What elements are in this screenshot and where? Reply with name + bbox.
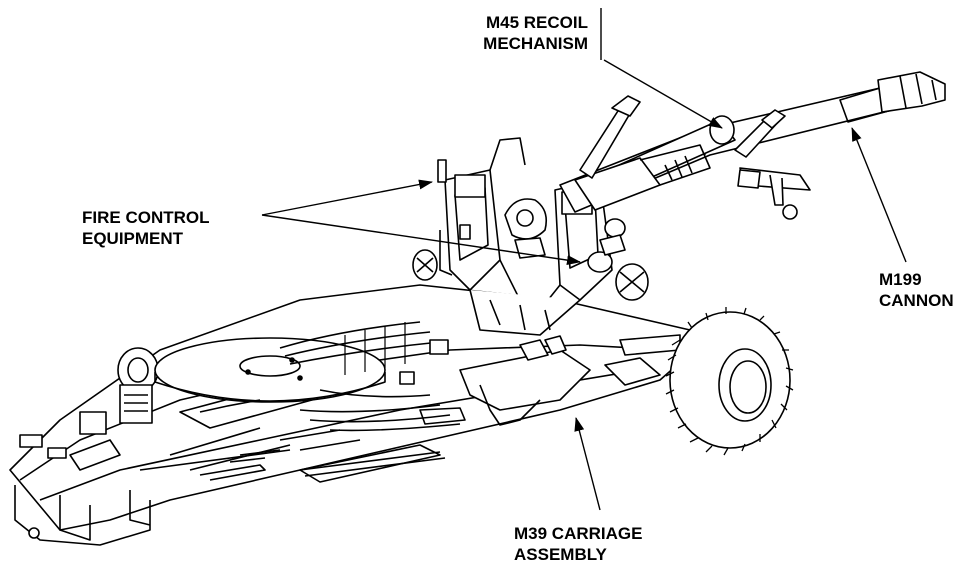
howitzer-illustration: [9, 71, 946, 546]
cable-bundles: [199, 321, 461, 451]
carriage-label-line2: ASSEMBLY: [514, 545, 607, 564]
recoil-leader: [603, 59, 723, 129]
recoil-label-line1: M45 RECOIL: [485, 13, 588, 32]
carriage-deck: [399, 334, 681, 426]
recoil-label-line2: MECHANISM: [483, 34, 588, 53]
equilibrators: [579, 95, 786, 179]
road-wheel: [665, 307, 794, 456]
fire-control-leader-upper: [261, 179, 433, 216]
cannon-label-line2: CANNON: [879, 291, 954, 310]
fire-control-label: FIRE CONTROL EQUIPMENT: [82, 207, 210, 249]
cannon-leader: [851, 127, 907, 263]
handwheels: [412, 218, 649, 301]
trail-rods: [139, 449, 446, 481]
cradle-assembly: [437, 137, 613, 336]
carriage-trail: [9, 284, 701, 546]
carriage-label-line1: M39 CARRIAGE: [514, 524, 643, 543]
leader-lines: [261, 8, 907, 511]
trail-ring-mount: [117, 347, 159, 424]
recoil-mechanism: [574, 115, 761, 211]
fire-control-label-line1: FIRE CONTROL: [82, 208, 210, 227]
carriage-label: M39 CARRIAGE ASSEMBLY: [514, 523, 642, 565]
recoil-mechanism-label: M45 RECOIL MECHANISM: [483, 12, 588, 54]
carriage-leader: [574, 417, 601, 511]
cannon-label: M199 CANNON: [879, 269, 954, 311]
cannon-label-line1: M199: [879, 270, 922, 289]
turntable-plate: [154, 337, 386, 403]
fire-control-leader-lower: [261, 214, 581, 266]
fire-control-label-line2: EQUIPMENT: [82, 229, 184, 248]
